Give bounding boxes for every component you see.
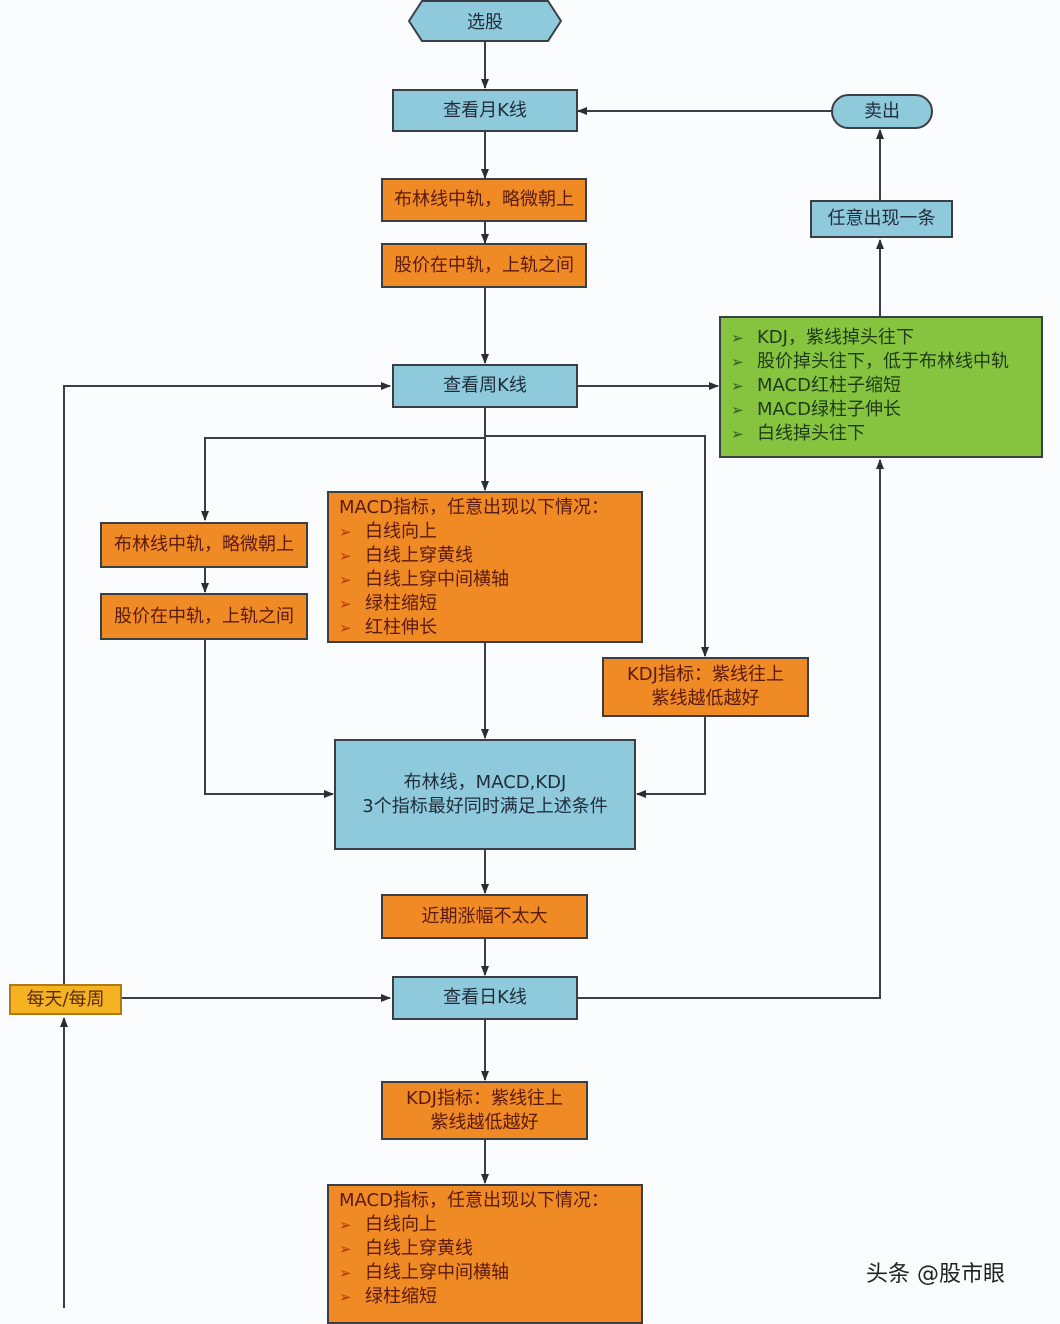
arrow-bullet-icon: ➢ xyxy=(731,329,744,347)
arrow-bullet-icon: ➢ xyxy=(731,377,744,395)
wire-weekly-left xyxy=(201,437,485,521)
start-label: 选股 xyxy=(467,12,503,33)
wire-daily-green xyxy=(578,459,884,999)
wire-wprice-combined xyxy=(204,640,334,798)
arrow-bullet-icon: ➢ xyxy=(731,401,744,419)
daily-macd-title: MACD指标，任意出现以下情况： xyxy=(339,1190,609,1211)
weekly-price-node: 股价在中轨，上轨之间 xyxy=(100,593,308,640)
daily-macd-item: ➢绿柱缩短 xyxy=(339,1286,437,1307)
daily-weekly-node: 每天/每周 xyxy=(9,984,122,1015)
weekly-kdj-line2: 紫线越低越好 xyxy=(651,688,760,709)
sell-condition-item: ➢股价掉头往下，低于布林线中轨 xyxy=(731,351,1009,372)
weekly-macd-item: ➢红柱伸长 xyxy=(339,617,437,638)
hexagon-shape xyxy=(408,0,562,42)
arrow-bullet-icon: ➢ xyxy=(339,619,352,637)
sell-label: 卖出 xyxy=(864,100,900,122)
daily-macd-node: MACD指标，任意出现以下情况： ➢白线向上 ➢白线上穿黄线 ➢白线上穿中间横轴… xyxy=(327,1184,643,1324)
monthly-price-node: 股价在中轨，上轨之间 xyxy=(381,243,587,288)
arrow-bullet-icon: ➢ xyxy=(339,1216,352,1234)
arrow-bullet-icon: ➢ xyxy=(339,523,352,541)
wire-weekly-right xyxy=(485,435,709,657)
daily-kdj-node: KDJ指标：紫线往上 紫线越低越好 xyxy=(381,1081,588,1140)
daily-k-node: 查看日K线 xyxy=(392,976,578,1020)
daily-k-label: 查看日K线 xyxy=(443,987,527,1008)
monthly-k-node: 查看月K线 xyxy=(392,89,578,132)
arrow-bullet-icon: ➢ xyxy=(339,1264,352,1282)
weekly-k-node: 查看周K线 xyxy=(392,364,578,408)
weekly-macd-item: ➢绿柱缩短 xyxy=(339,593,437,614)
weekly-kdj-line1: KDJ指标：紫线往上 xyxy=(627,664,784,685)
weekly-macd-node: MACD指标，任意出现以下情况： ➢白线向上 ➢白线上穿黄线 ➢白线上穿中间横轴… xyxy=(327,491,643,643)
sell-condition-item: ➢MACD绿柱子伸长 xyxy=(731,399,901,420)
monthly-price-label: 股价在中轨，上轨之间 xyxy=(394,254,574,276)
arrow-bullet-icon: ➢ xyxy=(731,425,744,443)
watermark: 头条 @股市眼 xyxy=(866,1262,1005,1287)
daily-macd-item: ➢白线上穿中间横轴 xyxy=(339,1262,509,1283)
daily-macd-item: ➢白线上穿黄线 xyxy=(339,1238,473,1259)
combined-line2: 3个指标最好同时满足上述条件 xyxy=(362,795,608,817)
weekly-macd-item: ➢白线上穿中间横轴 xyxy=(339,569,509,590)
daily-macd-item: ➢白线向上 xyxy=(339,1214,437,1235)
sell-conditions-node: ➢KDJ，紫线掉头往下 ➢股价掉头往下，低于布林线中轨 ➢MACD红柱子缩短 ➢… xyxy=(719,316,1043,458)
weekly-boll-label: 布林线中轨，略微朝上 xyxy=(114,534,294,555)
monthly-boll-label: 布林线中轨，略微朝上 xyxy=(394,189,574,210)
recent-gain-node: 近期涨幅不太大 xyxy=(381,894,588,939)
daily-kdj-line2: 紫线越低越好 xyxy=(430,1111,539,1133)
arrow-bullet-icon: ➢ xyxy=(731,353,744,371)
arrow-bullet-icon: ➢ xyxy=(339,571,352,589)
wire-wkdj-combined xyxy=(636,717,706,798)
any-one-node: 任意出现一条 xyxy=(810,200,953,238)
weekly-kdj-node: KDJ指标：紫线往上 紫线越低越好 xyxy=(602,657,809,717)
any-one-label: 任意出现一条 xyxy=(827,208,936,229)
weekly-k-label: 查看周K线 xyxy=(443,375,527,396)
monthly-k-label: 查看月K线 xyxy=(443,99,527,121)
weekly-macd-title: MACD指标，任意出现以下情况： xyxy=(339,497,609,518)
monthly-boll-node: 布林线中轨，略微朝上 xyxy=(381,178,587,222)
recent-gain-label: 近期涨幅不太大 xyxy=(421,905,548,927)
sell-condition-item: ➢白线掉头往下 xyxy=(731,423,865,444)
wire-loop-weekly xyxy=(63,382,391,985)
weekly-boll-node: 布林线中轨，略微朝上 xyxy=(100,522,308,568)
sell-condition-item: ➢KDJ，紫线掉头往下 xyxy=(731,327,914,348)
daily-weekly-label: 每天/每周 xyxy=(26,988,105,1010)
arrow-bullet-icon: ➢ xyxy=(339,1288,352,1306)
combined-node: 布林线，MACD,KDJ 3个指标最好同时满足上述条件 xyxy=(334,739,636,850)
weekly-macd-item: ➢白线上穿黄线 xyxy=(339,545,473,566)
daily-kdj-line1: KDJ指标：紫线往上 xyxy=(406,1087,563,1109)
weekly-macd-item: ➢白线向上 xyxy=(339,521,437,542)
arrow-bullet-icon: ➢ xyxy=(339,547,352,565)
arrow-bullet-icon: ➢ xyxy=(339,595,352,613)
weekly-price-label: 股价在中轨，上轨之间 xyxy=(114,605,294,627)
start-node: 选股 xyxy=(408,0,562,42)
sell-node: 卖出 xyxy=(831,94,933,129)
sell-condition-item: ➢MACD红柱子缩短 xyxy=(731,375,901,396)
arrow-bullet-icon: ➢ xyxy=(339,1240,352,1258)
combined-line1: 布林线，MACD,KDJ xyxy=(403,771,567,793)
